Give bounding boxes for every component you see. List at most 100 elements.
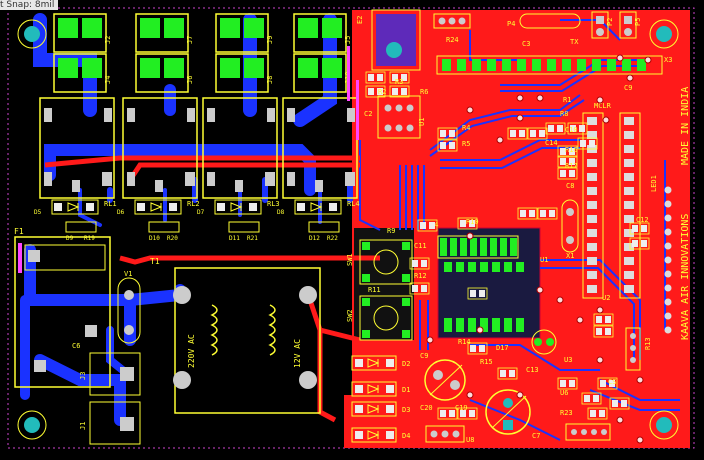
smd-part[interactable] (557, 155, 578, 168)
diode[interactable] (214, 199, 262, 215)
smd-part[interactable] (557, 167, 578, 180)
r13-label: R13 (644, 337, 652, 350)
u2-pad (587, 285, 597, 293)
smd-part[interactable] (437, 127, 458, 140)
connector-j1[interactable]: J1 (79, 401, 141, 445)
x3-pad (442, 59, 451, 71)
bridge-diode[interactable]: D1 (351, 381, 410, 397)
designator-r5: R5 (462, 140, 470, 148)
capacitor-c13[interactable]: C13 C7 (485, 366, 540, 440)
header-pad (500, 238, 507, 256)
smd-part[interactable] (593, 313, 614, 326)
header-cs[interactable] (565, 423, 611, 441)
smd-part[interactable] (593, 325, 614, 338)
mcu-u1[interactable]: U1 (444, 256, 548, 332)
header-u4[interactable]: U4 (430, 221, 519, 259)
smd-part[interactable] (517, 207, 538, 220)
designator-r15: R15 (480, 358, 493, 366)
terminal-block[interactable]: J6 (135, 53, 194, 93)
connector-j3[interactable]: J3 (79, 352, 141, 396)
smd-part[interactable] (365, 71, 386, 84)
smd-part[interactable] (545, 122, 566, 135)
diode[interactable] (51, 199, 99, 215)
terminal-block[interactable]: J7 (135, 13, 194, 53)
smd-part[interactable] (629, 237, 650, 250)
smd-part[interactable] (497, 367, 518, 380)
smd-part[interactable] (437, 139, 458, 152)
smd-part[interactable] (527, 127, 548, 140)
smd-part[interactable] (467, 287, 488, 300)
header-u6[interactable]: U1 (377, 95, 426, 139)
p2-label: P2 (606, 18, 614, 26)
component-e2[interactable]: E2 (356, 9, 421, 71)
varistor-v1[interactable]: V1 (117, 270, 141, 344)
diode[interactable] (134, 199, 182, 215)
smd-part[interactable] (587, 407, 608, 420)
terminal-block[interactable]: J2 (53, 13, 112, 53)
led1-strip[interactable]: LED1 (650, 175, 672, 334)
smd-part[interactable] (597, 377, 618, 390)
smd-part[interactable] (409, 257, 430, 270)
bridge-diode[interactable]: D2 (351, 355, 410, 371)
header-r13[interactable]: R13 (625, 327, 652, 371)
inductor-tx[interactable]: TX (519, 13, 581, 46)
secondary-coil-icon (268, 304, 276, 356)
smd-part[interactable] (417, 219, 438, 232)
terminal-block[interactable]: J10 (293, 53, 352, 93)
smd-part[interactable] (409, 282, 430, 295)
header-p4[interactable]: P4 (433, 13, 515, 29)
smd-part[interactable] (609, 397, 630, 410)
smd-part[interactable] (389, 85, 410, 98)
fuse-f1[interactable]: F1 C6 (14, 227, 111, 388)
mcu-pad (504, 262, 512, 272)
capacitor-c9[interactable]: C9 (420, 352, 466, 401)
header-x3[interactable]: X3 (436, 55, 672, 75)
smd-part[interactable] (629, 222, 650, 235)
smd-part[interactable] (467, 342, 488, 355)
j1-label: J1 (79, 422, 87, 430)
crystal-x1[interactable]: X1 (561, 199, 579, 260)
u1-label: U1 (540, 256, 548, 264)
smd-part[interactable] (537, 207, 558, 220)
u2-pad (587, 117, 597, 125)
bridge-diode[interactable]: D4 (351, 427, 410, 443)
c6-label: C6 (72, 342, 80, 350)
mcu-pad (492, 318, 500, 332)
header-p2[interactable]: P2 (591, 11, 614, 39)
header-p5[interactable]: P5 (619, 11, 642, 39)
via-group (426, 54, 652, 444)
mcu-pad (516, 318, 524, 332)
smd-part[interactable] (457, 407, 478, 420)
led-d17[interactable]: D17 (496, 329, 557, 355)
terminal-block[interactable]: J4 (53, 53, 112, 93)
led-pad (664, 298, 672, 306)
x3-pad (472, 59, 481, 71)
smd-part[interactable] (581, 392, 602, 405)
smd-part[interactable] (557, 377, 578, 390)
smd-part[interactable] (557, 145, 578, 158)
diode[interactable] (294, 199, 342, 215)
smd-part[interactable] (365, 85, 386, 98)
smd-part[interactable] (437, 407, 458, 420)
smd-part[interactable] (457, 217, 478, 230)
smd-part[interactable] (507, 127, 528, 140)
terminal-block[interactable]: J5 (293, 13, 352, 53)
keepout-marker (347, 46, 350, 101)
transformer-t1[interactable]: 220V AC 12V AC T1 (150, 257, 321, 414)
led-pad (664, 242, 672, 250)
terminal-block[interactable]: J9 (215, 13, 274, 53)
smd-part[interactable] (567, 122, 588, 135)
header-u2[interactable]: U2 (582, 112, 641, 302)
designator-r23: R23 (560, 409, 573, 417)
smd-part[interactable] (577, 137, 598, 150)
switch-sw2[interactable]: SW2 (346, 295, 413, 341)
header-u8[interactable]: U8 (425, 425, 474, 444)
bridge-diode[interactable]: D3 (351, 401, 410, 417)
terminal-block[interactable]: J8 (215, 53, 274, 93)
smd-part[interactable] (389, 71, 410, 84)
